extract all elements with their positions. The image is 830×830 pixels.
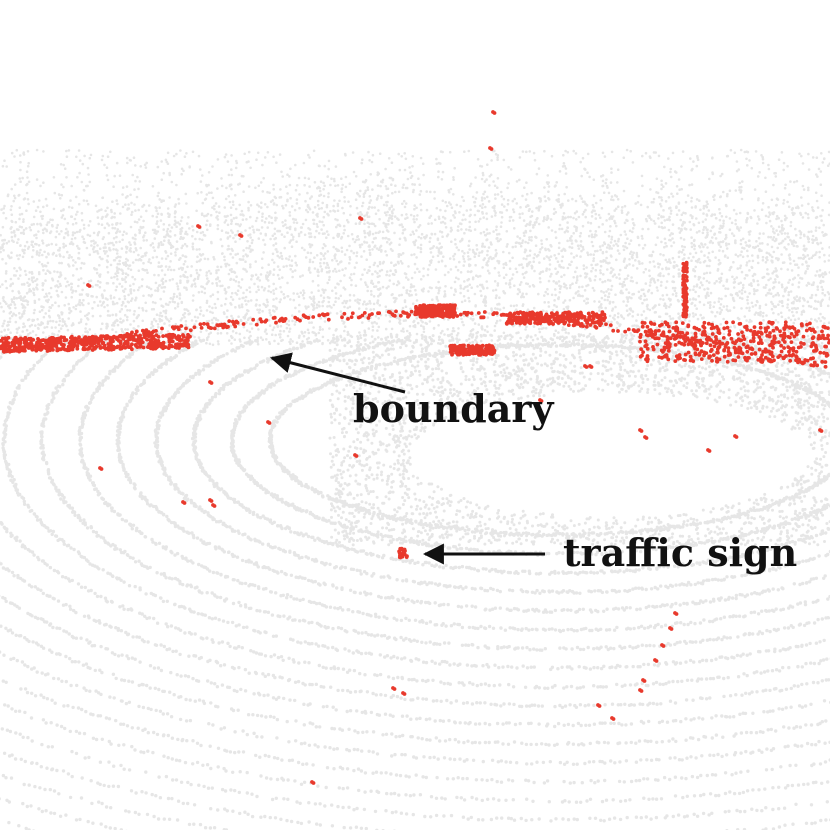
- red-highlighted-points: [0, 110, 830, 785]
- traffic-sign-label: traffic sign: [563, 534, 797, 572]
- boundary-label: boundary: [353, 390, 553, 428]
- gray-ground-points: [0, 149, 830, 830]
